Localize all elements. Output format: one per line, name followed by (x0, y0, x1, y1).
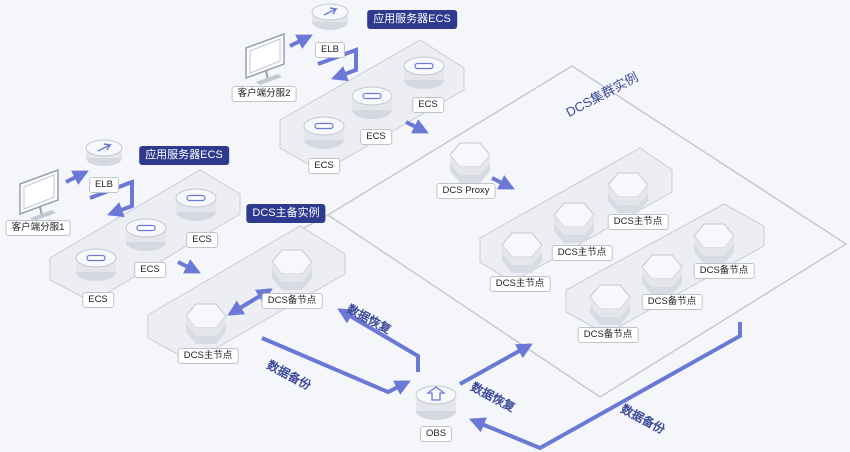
cluster-master-label: DCS主节点 (607, 214, 669, 230)
arrow-backup-cluster-obs (469, 322, 742, 451)
ecs-label: ECS (412, 97, 444, 113)
cluster-standby-label: DCS备节点 (641, 294, 703, 310)
arrow-restore-obs-cluster (459, 343, 533, 386)
arrow-ecs-dcs-top (405, 119, 429, 134)
dcs-proxy-label: DCS Proxy (436, 183, 496, 199)
cluster-master-label: DCS主节点 (551, 245, 613, 261)
ecs-label: ECS (186, 232, 218, 248)
ecs-label: ECS (134, 262, 166, 278)
ecs-icon (403, 56, 445, 90)
arrow-ecs-dcs-left (177, 259, 201, 274)
arrow-proxy-cluster (491, 175, 515, 190)
client2-label: 客户端分服2 (231, 86, 297, 102)
cluster-standby-label: DCS备节点 (577, 327, 639, 343)
dcs-proxy-icon (449, 142, 491, 184)
ecs-icon (351, 86, 393, 120)
arrow-client1-elb (65, 170, 89, 185)
arrow-backup-master-obs (261, 336, 411, 395)
app-group-left-tag: 应用服务器ECS (139, 146, 229, 165)
dcs-standby-label: DCS备节点 (261, 293, 323, 309)
dcs-cluster-master-icon (501, 232, 543, 274)
ecs-icon (175, 188, 217, 222)
ecs-icon (75, 248, 117, 282)
arrow-client2-elb (289, 34, 313, 49)
ecs-icon (303, 116, 345, 150)
obs-storage-bucket-icon (415, 385, 457, 420)
client1-monitor-icon (19, 169, 59, 222)
cluster-standby-label: DCS备节点 (693, 263, 755, 279)
dcs-standby-icon (271, 249, 313, 291)
obs-label: OBS (419, 426, 453, 442)
elb-top-label: ELB (315, 42, 345, 58)
cluster-master-label: DCS主节点 (489, 276, 551, 292)
arrow-restore-obs-standby (337, 308, 420, 372)
elb-top-icon (311, 3, 349, 31)
dcs-cluster-master-icon (553, 202, 595, 244)
elb-left-label: ELB (89, 177, 119, 193)
ecs-icon (125, 218, 167, 252)
app-group-top-tag: 应用服务器ECS (367, 10, 457, 29)
ecs-label: ECS (82, 292, 114, 308)
dcs-master-icon (185, 303, 227, 345)
ecs-label: ECS (360, 129, 392, 145)
ecs-label: ECS (308, 158, 340, 174)
dcs-cluster-outer-panel (326, 65, 848, 398)
elb-left-icon (85, 139, 123, 167)
client2-monitor-icon (245, 33, 285, 86)
dcs-cluster-master-icon (607, 172, 649, 214)
dcs-cluster-standby-icon (589, 284, 631, 326)
client1-label: 客户端分服1 (5, 220, 71, 236)
dcs-cluster-standby-icon (641, 254, 683, 296)
dcs-cluster-standby-icon (693, 223, 735, 265)
master-standby-tag: DCS主备实例 (246, 204, 326, 223)
dcs-master-label: DCS主节点 (177, 348, 239, 364)
